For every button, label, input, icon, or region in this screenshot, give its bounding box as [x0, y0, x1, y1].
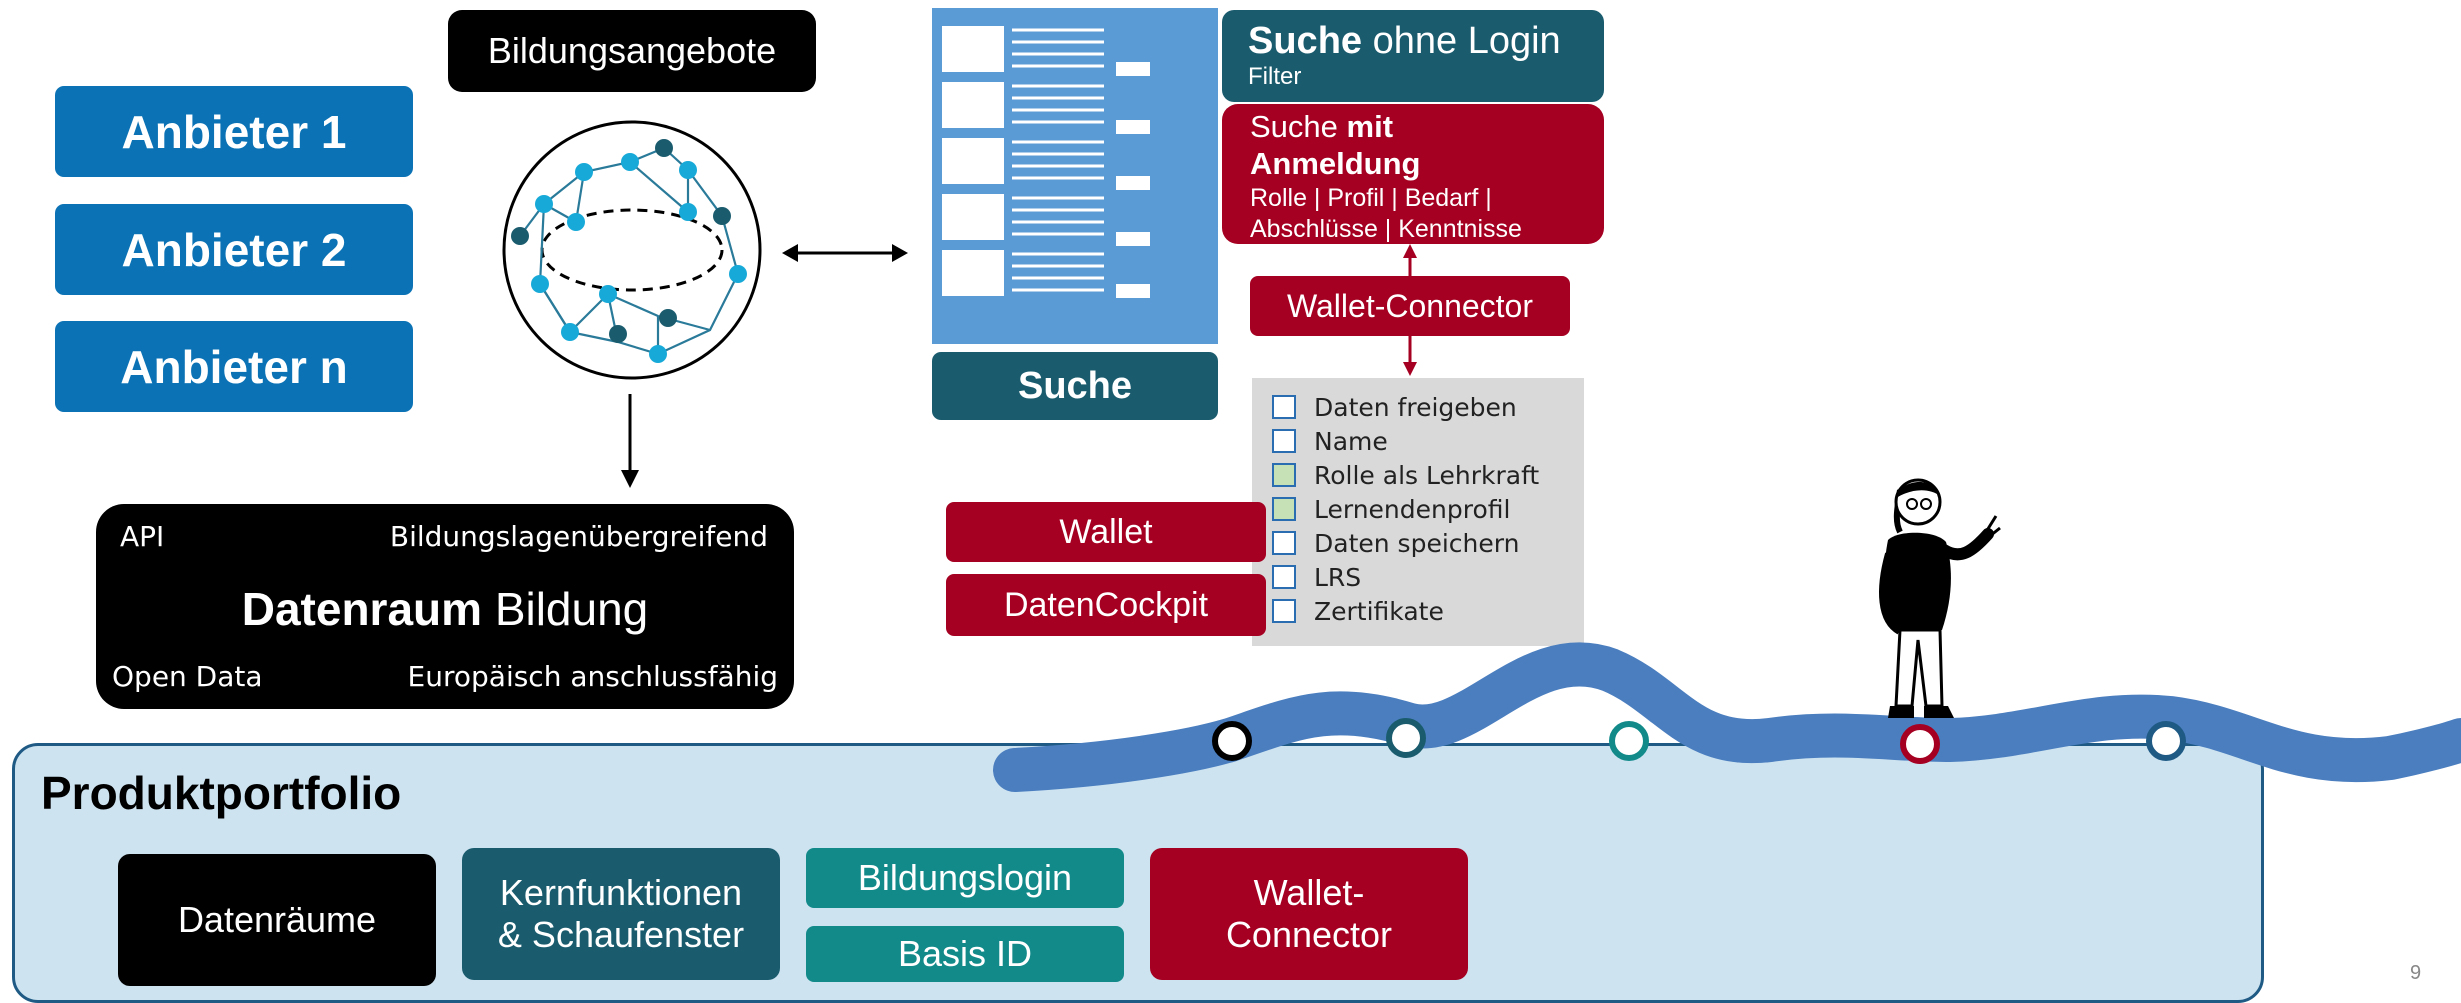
checkbox[interactable] — [1272, 599, 1296, 623]
suche-button[interactable]: Suche — [932, 352, 1218, 420]
bildungslagen-label: Bildungslagenübergreifend — [389, 520, 768, 553]
up-arrow-icon — [1403, 244, 1417, 276]
bildungslogin-box: Bildungslogin — [806, 848, 1124, 908]
person-illustration — [1879, 478, 2001, 718]
checkbox-checked[interactable] — [1272, 463, 1296, 487]
checklist-item[interactable]: Daten speichern — [1272, 526, 1584, 560]
provider-1: Anbieter 1 — [55, 86, 413, 177]
checklist-item[interactable]: Daten freigeben — [1272, 390, 1584, 424]
kernfunktionen-box: Kernfunktionen& Schaufenster — [462, 848, 780, 980]
open-data-label: Open Data — [112, 660, 263, 693]
network-graph-icon — [502, 120, 762, 380]
checklist-item[interactable]: Zertifikate — [1272, 594, 1584, 628]
search-results-panel — [932, 8, 1218, 344]
consent-checklist: Daten freigeben Name Rolle als Lehrkraft… — [1252, 378, 1584, 646]
datenraeume-box: Datenräume — [118, 854, 436, 986]
suche-mit-anmeldung-box: Suche mit Anmeldung Rolle | Profil | Bed… — [1222, 104, 1604, 244]
down-arrow-icon — [621, 394, 639, 488]
checklist-item[interactable]: Rolle als Lehrkraft — [1272, 458, 1584, 492]
checklist-item[interactable]: LRS — [1272, 560, 1584, 594]
europa-label: Europäisch anschlussfähig — [407, 660, 778, 693]
results-list-icon — [942, 26, 1150, 298]
checkbox[interactable] — [1272, 531, 1296, 555]
datenraum-bildung-box: API Bildungslagenübergreifend Datenraum … — [96, 504, 794, 709]
checkbox[interactable] — [1272, 429, 1296, 453]
provider-n: Anbieter n — [55, 321, 413, 412]
api-label: API — [120, 520, 165, 553]
datenraum-title: Datenraum Bildung — [241, 583, 649, 635]
checklist-item[interactable]: Name — [1272, 424, 1584, 458]
basis-id-box: Basis ID — [806, 926, 1124, 982]
wallet-connector-portfolio-box: Wallet-Connector — [1150, 848, 1468, 980]
filter-label: Filter — [1248, 63, 1302, 90]
produktportfolio-title: Produktportfolio — [41, 767, 402, 819]
bidirectional-arrow-icon — [782, 244, 908, 262]
provider-2: Anbieter 2 — [55, 204, 413, 295]
checkbox[interactable] — [1272, 395, 1296, 419]
page-number: 9 — [2410, 962, 2422, 984]
datencockpit-box: DatenCockpit — [946, 574, 1266, 636]
wallet-connector-box: Wallet-Connector — [1250, 276, 1570, 336]
bildungsangebote-label: Bildungsangebote — [448, 10, 816, 92]
checkbox-checked[interactable] — [1272, 497, 1296, 521]
checklist-item[interactable]: Lernendenprofil — [1272, 492, 1584, 526]
journey-path — [993, 642, 2461, 792]
suche-ohne-login-box: Suche ohne Login Filter — [1222, 10, 1604, 102]
wallet-box: Wallet — [946, 502, 1266, 562]
checkbox[interactable] — [1272, 565, 1296, 589]
down-red-arrow-icon — [1403, 336, 1417, 376]
